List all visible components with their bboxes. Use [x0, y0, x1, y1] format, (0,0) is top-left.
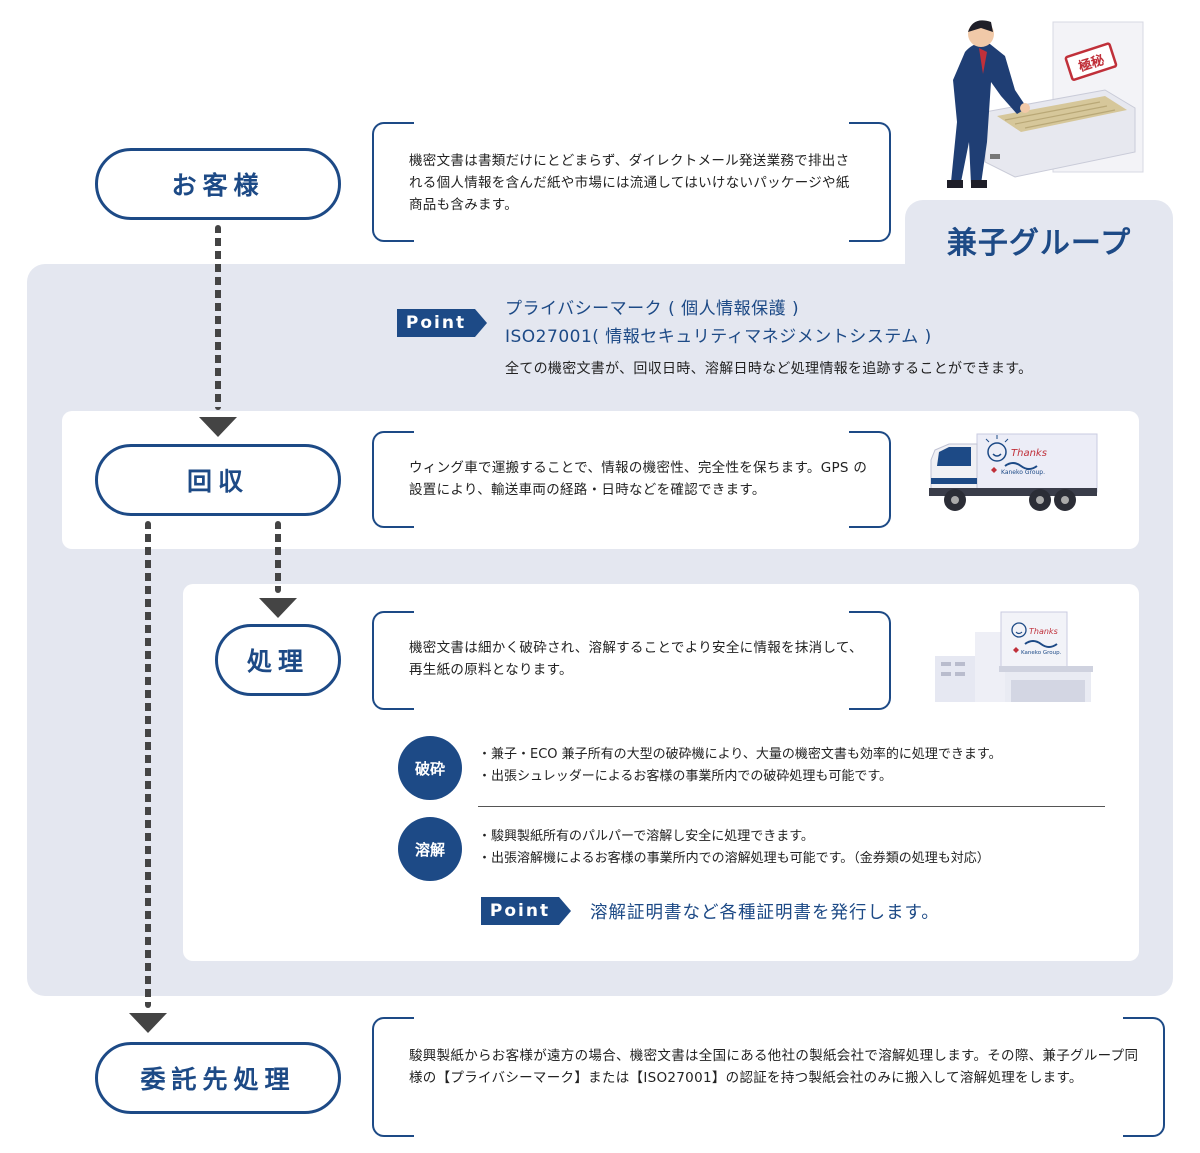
crush-badge: 破砕	[398, 736, 462, 800]
crush-bullet: ・出張シュレッダーによるお客様の事業所内での破砕処理も可能です。	[478, 769, 893, 784]
dissolve-badge: 溶解	[398, 817, 462, 881]
processing-description-box: 機密文書は細かく破砕され、溶解することでより安全に情報を抹消して、再生紙の原料と…	[372, 611, 891, 710]
arrow-down-icon	[199, 417, 237, 437]
arrow-down-icon	[259, 598, 297, 618]
step-processing: 処理	[215, 624, 341, 696]
processing-description: 機密文書は細かく破砕され、溶解することでより安全に情報を抹消して、再生紙の原料と…	[409, 640, 863, 678]
flow-line-collection-processing	[275, 521, 281, 593]
point-subtext: 全ての機密文書が、回収日時、溶解日時など処理情報を追跡することができます。	[505, 361, 1033, 377]
factory-illustration: Thanks Kaneko Group.	[935, 611, 1093, 702]
building-thanks-text: Thanks	[1029, 627, 1058, 636]
dissolve-bullet: ・出張溶解機によるお客様の事業所内での溶解処理も可能です。（金券類の処理も対応）	[478, 851, 990, 866]
flow-line-customer-collection	[215, 225, 221, 410]
building-brand-text: Kaneko Group.	[1021, 650, 1062, 656]
point-badge: Point	[481, 897, 559, 925]
point-certificate-text: 溶解証明書など各種証明書を発行します。	[590, 903, 940, 923]
truck-thanks-text: Thanks	[1011, 448, 1047, 459]
point-arrow-icon	[559, 897, 571, 925]
step-outsourced: 委託先処理	[95, 1042, 341, 1114]
customer-description-box: 機密文書は書類だけにとどまらず、ダイレクトメール発送業務で排出される個人情報を含…	[372, 122, 891, 242]
group-title: 兼子グループ	[946, 226, 1132, 261]
dissolve-bullet: ・駿興製紙所有のパルパーで溶解し安全に処理できます。	[478, 829, 814, 844]
truck-brand-text: Kaneko Group.	[1001, 469, 1045, 476]
point-badge: Point	[397, 309, 475, 337]
collection-description: ウィング車で運搬することで、情報の機密性、完全性を保ちます。GPS の設置により…	[409, 460, 868, 498]
customer-description: 機密文書は書類だけにとどまらず、ダイレクトメール発送業務で排出される個人情報を含…	[409, 153, 850, 213]
truck-illustration: Thanks Kaneko Group.	[929, 433, 1098, 511]
step-customer: お客様	[95, 148, 341, 220]
confidential-stamp: 極秘	[1076, 52, 1107, 76]
point-line-privacy: プライバシーマーク ( 個人情報保護 )	[505, 299, 800, 319]
outsourced-description-box: 駿興製紙からお客様が遠方の場合、機密文書は全国にある他社の製紙会社で溶解処理しま…	[372, 1017, 1165, 1137]
point-arrow-icon	[475, 309, 487, 337]
point-heading: プライバシーマーク ( 個人情報保護 ) ISO27001( 情報セキュリティマ…	[505, 295, 932, 351]
step-collection: 回収	[95, 444, 341, 516]
flow-line-collection-outsourced	[145, 521, 151, 1008]
point-line-iso: ISO27001( 情報セキュリティマネジメントシステム )	[505, 327, 932, 347]
arrow-down-icon	[129, 1013, 167, 1033]
crush-bullets: ・兼子・ECO 兼子所有の大型の破砕機により、大量の機密文書も効率的に処理できま…	[478, 744, 1002, 788]
dissolve-bullets: ・駿興製紙所有のパルパーで溶解し安全に処理できます。 ・出張溶解機によるお客様の…	[478, 826, 990, 870]
crush-bullet: ・兼子・ECO 兼子所有の大型の破砕機により、大量の機密文書も効率的に処理できま…	[478, 747, 1002, 762]
collection-description-box: ウィング車で運搬することで、情報の機密性、完全性を保ちます。GPS の設置により…	[372, 431, 891, 528]
businessman-illustration: 極秘	[947, 20, 1144, 188]
outsourced-description: 駿興製紙からお客様が遠方の場合、機密文書は全国にある他社の製紙会社で溶解処理しま…	[409, 1048, 1139, 1086]
divider	[478, 806, 1105, 807]
